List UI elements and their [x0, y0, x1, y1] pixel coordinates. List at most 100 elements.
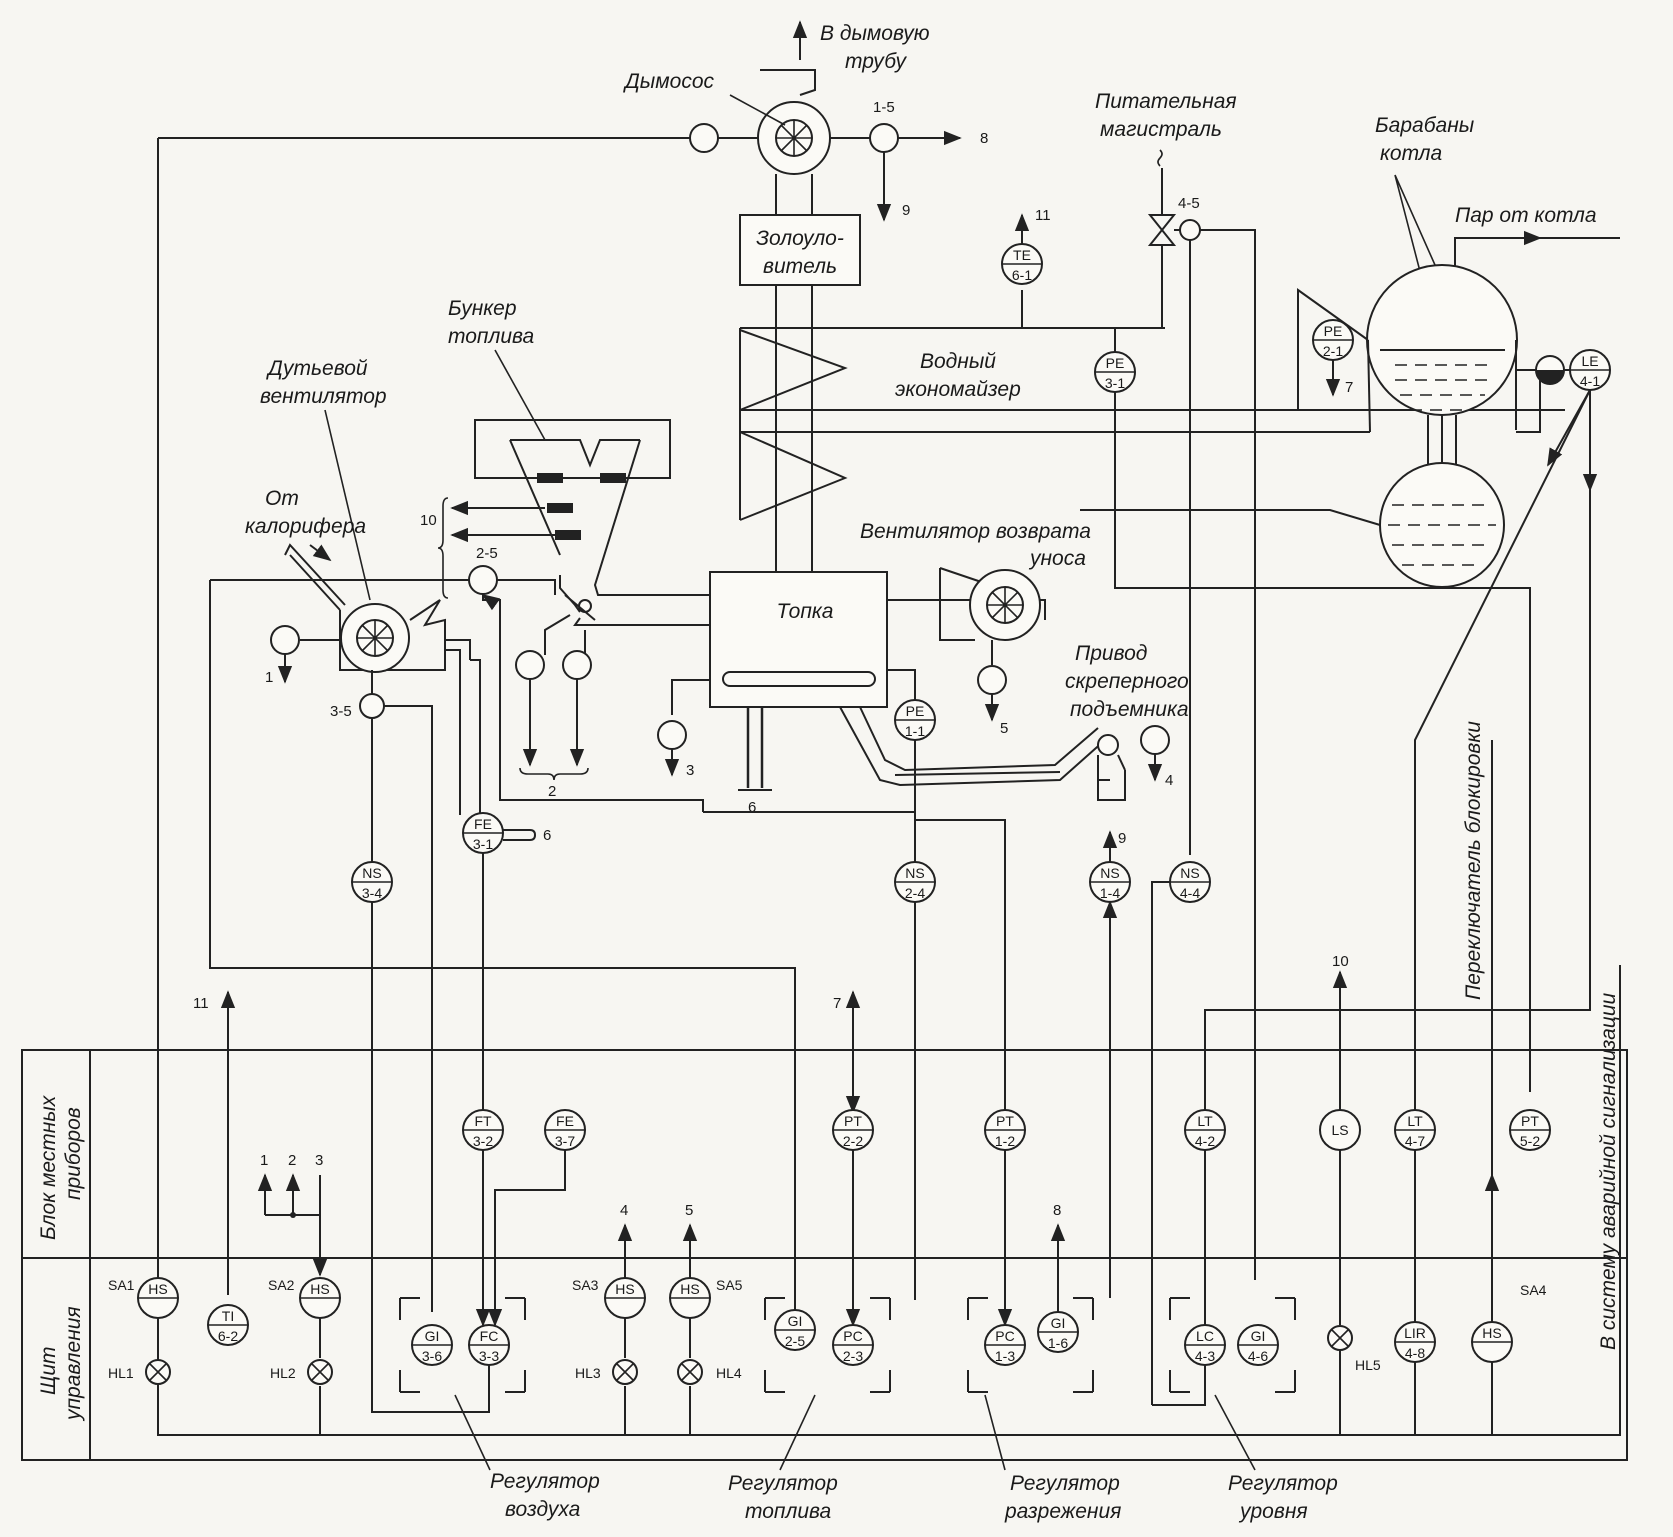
svg-text:уноса: уноса — [1028, 547, 1086, 570]
svg-text:3: 3 — [315, 1152, 323, 1169]
svg-text:Вентилятор возврата: Вентилятор возврата — [860, 520, 1091, 543]
svg-text:SA5: SA5 — [716, 1277, 743, 1293]
svg-text:SA3: SA3 — [572, 1277, 599, 1293]
svg-text:NS: NS — [905, 865, 924, 881]
fuel-damper — [578, 599, 592, 613]
svg-text:2: 2 — [288, 1152, 296, 1169]
svg-text:HL1: HL1 — [108, 1365, 134, 1381]
svg-text:4-3: 4-3 — [1195, 1348, 1215, 1364]
svg-text:1-5: 1-5 — [873, 99, 895, 116]
svg-text:3-1: 3-1 — [1105, 375, 1125, 391]
svg-text:уровня: уровня — [1238, 1500, 1308, 1523]
svg-text:HL3: HL3 — [575, 1365, 601, 1381]
svg-text:HS: HS — [615, 1281, 634, 1297]
lamp-hl2 — [307, 1359, 333, 1385]
furnace-grate — [722, 671, 876, 687]
svg-text:Водный: Водный — [920, 350, 996, 373]
svg-text:3: 3 — [686, 762, 694, 779]
svg-text:Питательная: Питательная — [1095, 90, 1237, 113]
fuel-feeder-1 — [515, 650, 545, 680]
lower-drum — [1379, 462, 1505, 588]
svg-text:2: 2 — [548, 783, 556, 800]
svg-text:3-6: 3-6 — [422, 1348, 442, 1364]
local-instruments: FT 3-2 FE 3-7 PT 2-2 PT 1-2 LT 4-2 LS LT… — [462, 1109, 1551, 1327]
switch-sa2[interactable]: HS — [299, 1277, 341, 1319]
svg-text:HS: HS — [680, 1281, 699, 1297]
svg-text:GI: GI — [425, 1328, 440, 1344]
svg-text:Топка: Топка — [777, 600, 834, 623]
svg-text:4: 4 — [1165, 772, 1173, 789]
svg-text:2-2: 2-2 — [843, 1133, 863, 1149]
point-4-5 — [1179, 219, 1201, 241]
svg-text:4-6: 4-6 — [1248, 1348, 1268, 1364]
svg-text:Золоуло-: Золоуло- — [756, 227, 844, 250]
svg-text:LT: LT — [1197, 1113, 1213, 1129]
svg-text:PC: PC — [843, 1328, 862, 1344]
svg-text:3-3: 3-3 — [479, 1348, 499, 1364]
switch-sa1[interactable]: HS — [137, 1277, 179, 1319]
svg-text:LIR: LIR — [1404, 1325, 1426, 1341]
svg-text:NS: NS — [1100, 865, 1119, 881]
svg-text:витель: витель — [763, 255, 837, 278]
svg-text:GI: GI — [1051, 1315, 1066, 1331]
svg-text:топлива: топлива — [745, 1500, 831, 1523]
svg-text:вентилятор: вентилятор — [260, 385, 387, 408]
panel-frame — [21, 1049, 1628, 1461]
svg-text:1-6: 1-6 — [1048, 1335, 1068, 1351]
lamp-hl1 — [145, 1359, 171, 1385]
lamp-hl3 — [612, 1359, 638, 1385]
svg-text:10: 10 — [420, 512, 437, 529]
svg-text:4-4: 4-4 — [1180, 885, 1200, 901]
svg-text:воздуха: воздуха — [505, 1498, 580, 1521]
svg-text:1-3: 1-3 — [995, 1348, 1015, 1364]
point-3-5 — [359, 693, 385, 719]
svg-text:приборов: приборов — [62, 1107, 85, 1200]
svg-text:GI: GI — [788, 1313, 803, 1329]
svg-text:1: 1 — [260, 1152, 268, 1169]
svg-text:NS: NS — [1180, 865, 1199, 881]
switch-sa4[interactable]: HS — [1471, 1321, 1513, 1363]
svg-text:TE: TE — [1013, 247, 1031, 263]
svg-text:Регулятор: Регулятор — [728, 1472, 838, 1495]
svg-text:управления: управления — [62, 1306, 85, 1422]
svg-text:экономайзер: экономайзер — [895, 378, 1021, 401]
svg-text:8: 8 — [980, 130, 988, 147]
svg-text:10: 10 — [1332, 953, 1349, 970]
svg-text:Блок местных: Блок местных — [37, 1094, 60, 1240]
svg-text:HL5: HL5 — [1355, 1357, 1381, 1373]
svg-text:От: От — [265, 487, 299, 510]
smoke-exhauster-label: Дымосос — [623, 70, 714, 93]
svg-text:SA1: SA1 — [108, 1277, 135, 1293]
svg-text:3-1: 3-1 — [473, 836, 493, 852]
svg-text:FT: FT — [474, 1113, 492, 1129]
svg-text:скреперного: скреперного — [1065, 670, 1189, 693]
smoke-exhauster — [757, 69, 831, 175]
svg-text:9: 9 — [1118, 830, 1126, 847]
switch-sa3[interactable]: HS — [604, 1277, 646, 1319]
scraper-drive — [1097, 734, 1119, 756]
return-fan — [939, 567, 1046, 641]
svg-text:9: 9 — [902, 202, 910, 219]
svg-text:TI: TI — [222, 1308, 234, 1324]
svg-text:GI: GI — [1251, 1328, 1266, 1344]
svg-text:HL4: HL4 — [716, 1365, 742, 1381]
svg-text:4-1: 4-1 — [1580, 373, 1600, 389]
svg-text:LS: LS — [1331, 1122, 1348, 1138]
svg-text:Дутьевой: Дутьевой — [266, 357, 368, 380]
svg-text:3-7: 3-7 — [555, 1133, 575, 1149]
svg-text:2-5: 2-5 — [476, 545, 498, 562]
switch-sa5[interactable]: HS — [669, 1277, 711, 1319]
svg-text:1: 1 — [265, 669, 273, 686]
svg-text:Привод: Привод — [1075, 642, 1147, 665]
point-1-5 — [869, 123, 899, 153]
svg-text:LE: LE — [1581, 353, 1598, 369]
svg-text:SA4: SA4 — [1520, 1282, 1547, 1298]
svg-text:6: 6 — [748, 799, 756, 816]
return-fan-sensor — [977, 665, 1007, 695]
svg-text:8: 8 — [1053, 1202, 1061, 1219]
svg-text:1-4: 1-4 — [1100, 885, 1120, 901]
fuel-feeder-2 — [562, 650, 592, 680]
svg-text:6-1: 6-1 — [1012, 267, 1032, 283]
svg-text:11: 11 — [1035, 207, 1051, 224]
svg-text:Бункер: Бункер — [448, 297, 517, 320]
